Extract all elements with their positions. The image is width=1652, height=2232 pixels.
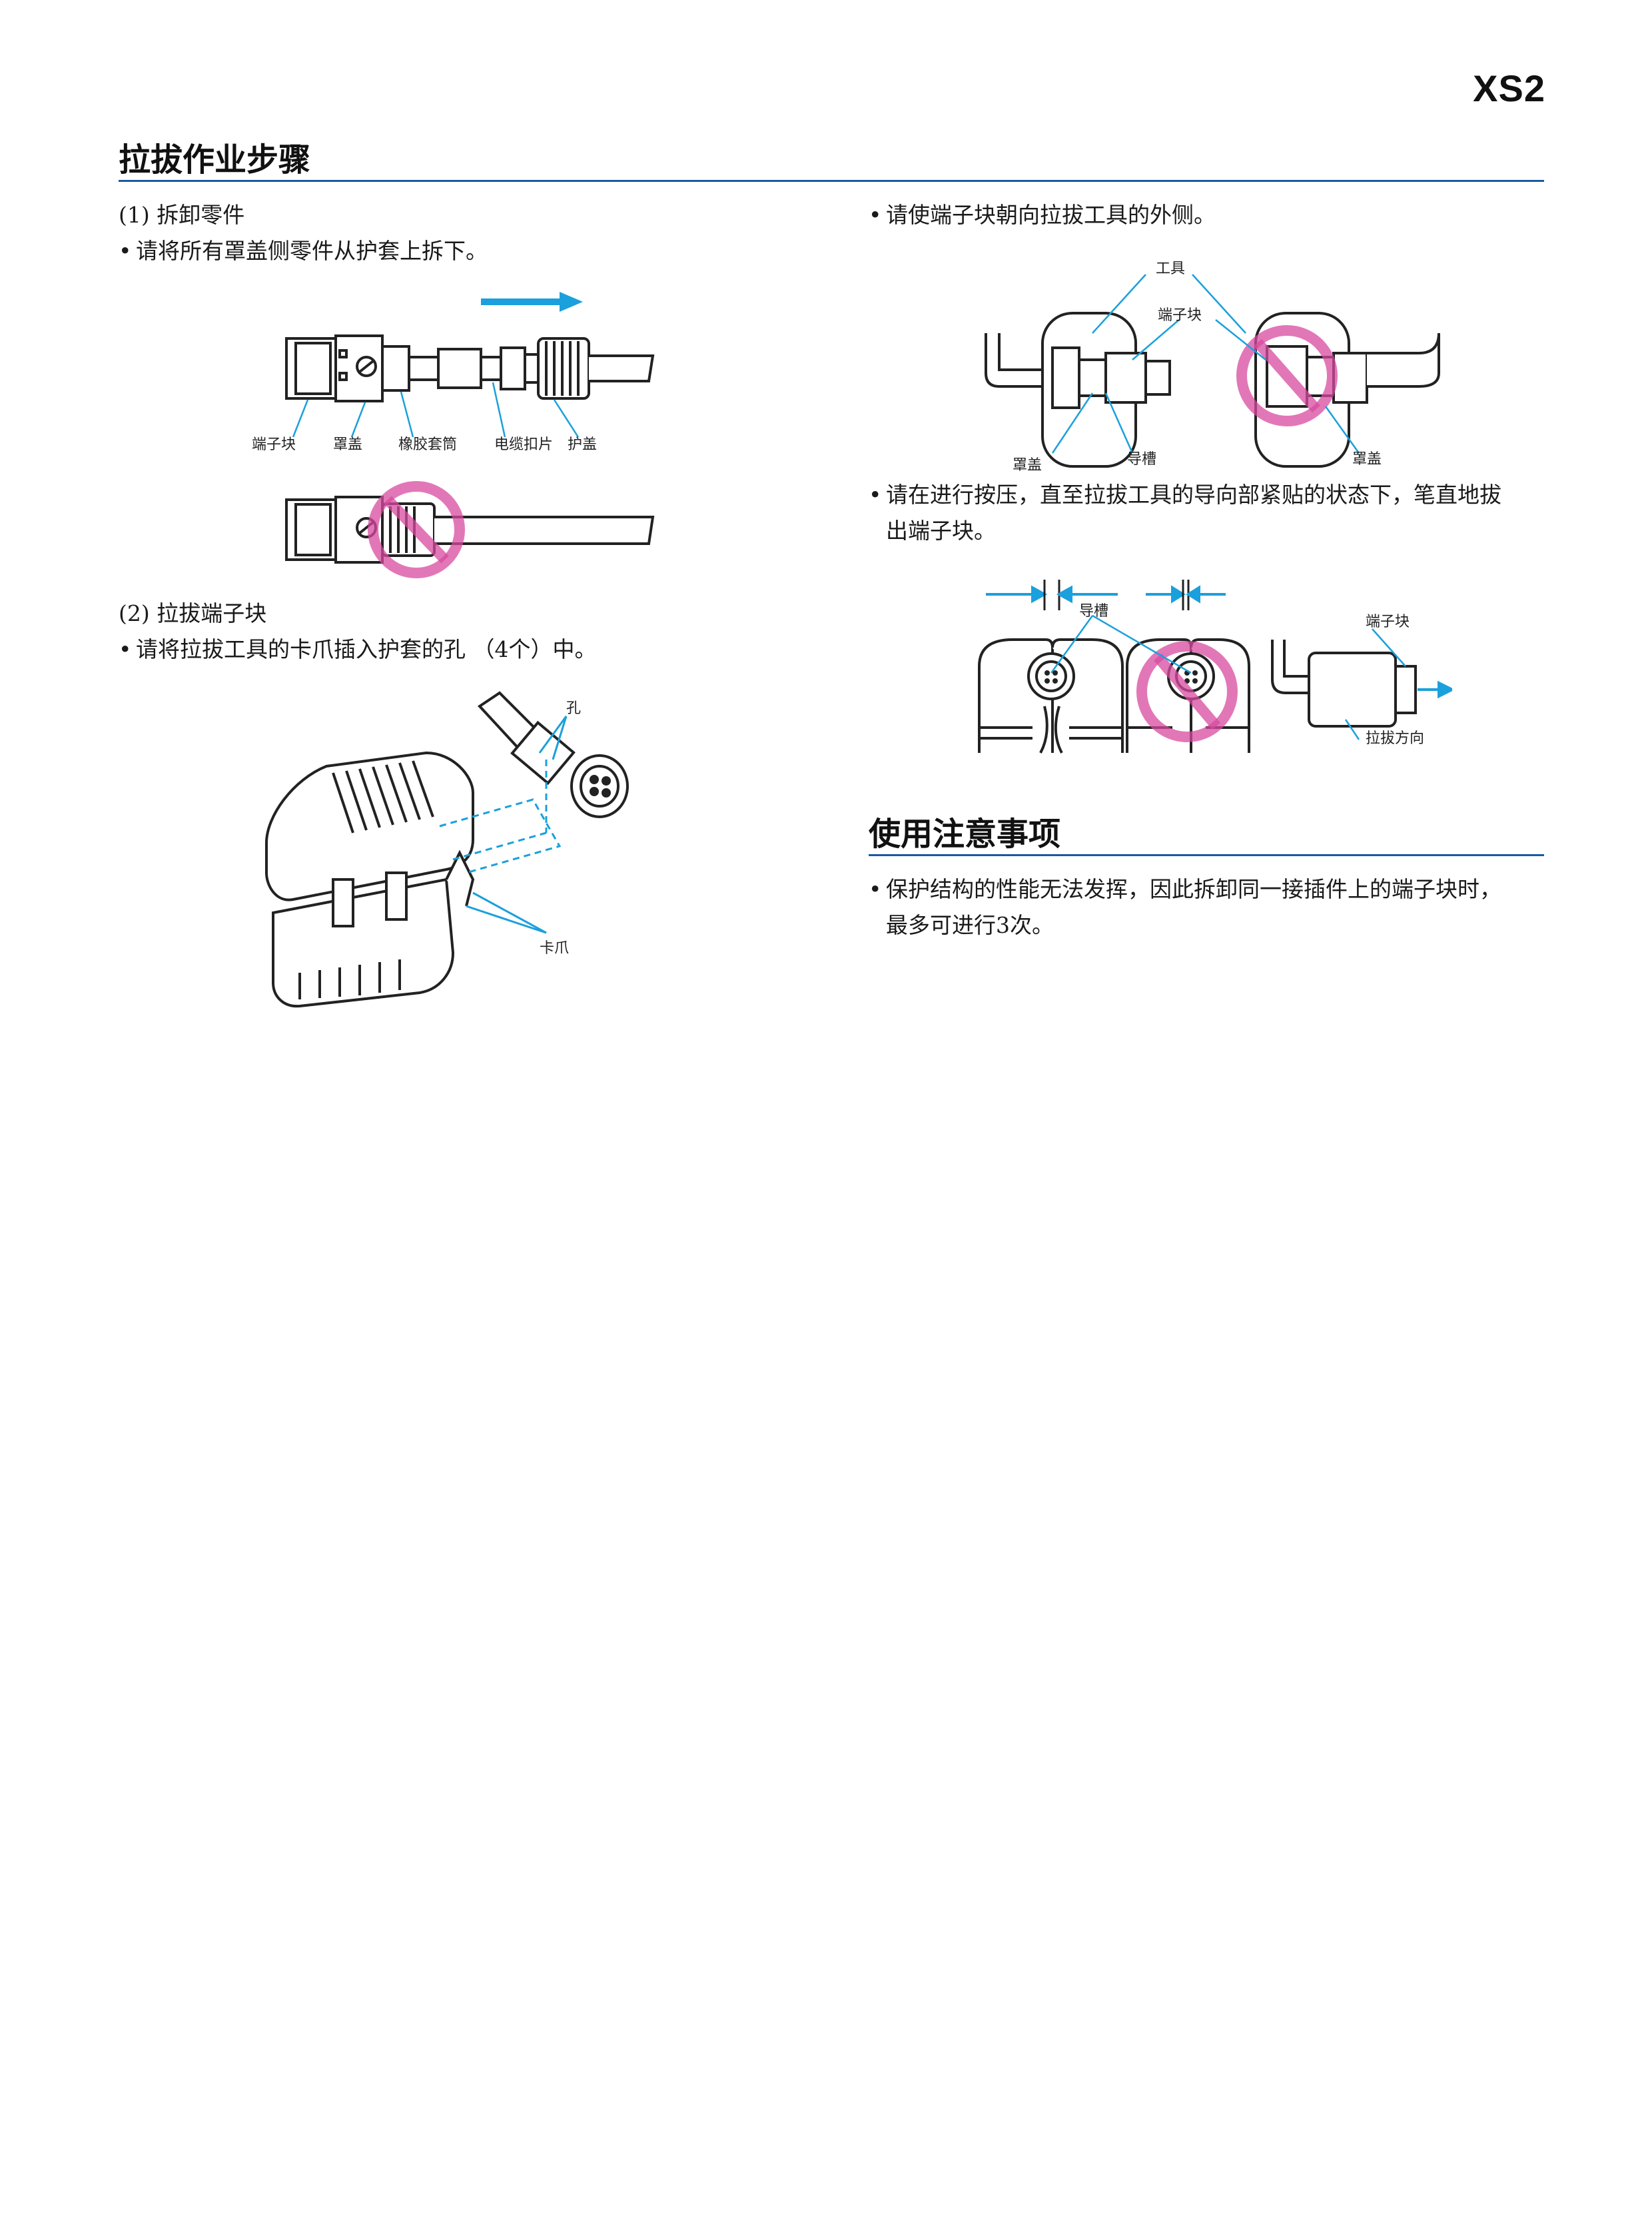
label-groove: 导槽: [1127, 451, 1156, 468]
product-code: XS2: [1473, 67, 1545, 109]
tool-insertion-figure: 孔 卡爪: [265, 691, 629, 1008]
connector-disassembly-figure: 端子块 罩盖 橡胶套筒 电缆扣片 护盖: [252, 292, 655, 578]
step1-bullet: 请将所有罩盖侧零件从护套上拆下。: [119, 233, 488, 269]
extraction-tool: [265, 751, 475, 1008]
right-bullet-1: 请使端子块朝向拉拔工具的外侧。: [869, 197, 1216, 233]
claw-leaders: [466, 891, 547, 934]
label-rubber-sleeve: 橡胶套筒: [398, 436, 457, 453]
orientation-figure: 工具 端子块 罩盖 导槽 罩盖: [985, 261, 1440, 473]
pull-arrow: [1418, 680, 1452, 699]
assembled-connector: [285, 496, 655, 564]
exploded-connector: [285, 334, 655, 402]
connector-plug: [477, 691, 629, 818]
alignment-guides: [439, 760, 562, 874]
label-leaders: [292, 382, 580, 438]
correct-orientation: [985, 312, 1171, 468]
wrong-orientation: [1254, 312, 1440, 468]
section-rule: [869, 854, 1544, 856]
orientation-leaders: [1051, 274, 1360, 454]
prohibited-icon: [368, 481, 465, 578]
label-hole: 孔: [566, 700, 581, 717]
label-terminal-block: 端子块: [252, 436, 296, 453]
pull-direction-figure: 导槽 端子块 拉拔方向: [978, 580, 1452, 754]
move-direction-arrow: [481, 292, 583, 312]
prohibited-icon: [1136, 641, 1238, 742]
section-title-removal-steps: 拉拔作业步骤: [119, 141, 311, 179]
gap-indicators: [986, 580, 1226, 610]
label-cable-clamp: 电缆扣片: [494, 436, 553, 453]
precaution-bullet-line2: 最多可进行3次。: [886, 912, 1054, 938]
pull-leaders: [1050, 614, 1406, 740]
label-shield-cover: 护盖: [568, 436, 597, 453]
extracted-terminal-block: [1271, 640, 1417, 728]
step2-heading: (2) 拉拔端子块: [119, 600, 267, 626]
label-tool: 工具: [1156, 261, 1185, 277]
label-cover-right: 罩盖: [1352, 451, 1382, 468]
section-title-precautions: 使用注意事项: [869, 816, 1061, 853]
hole-leaders: [538, 716, 568, 760]
label-claw: 卡爪: [540, 940, 569, 957]
step1-heading: (1) 拆卸零件: [119, 202, 245, 228]
prohibited-icon: [1236, 325, 1338, 426]
right-bullet-2-line2: 出端子块。: [886, 518, 996, 544]
label-cover-left: 罩盖: [1013, 457, 1042, 473]
right-bullet-2-line1: 请在进行按压，直至拉拔工具的导向部紧贴的状态下，笔直地拔: [869, 477, 1501, 513]
label-cover: 罩盖: [333, 436, 362, 453]
label-terminal-block: 端子块: [1366, 614, 1410, 630]
label-terminal-block: 端子块: [1158, 307, 1202, 324]
section-rule: [119, 180, 1544, 182]
tool-front-views: [978, 638, 1250, 754]
label-groove: 导槽: [1079, 603, 1108, 620]
step2-bullet: 请将拉拔工具的卡爪插入护套的孔 （4个）中。: [119, 632, 596, 668]
label-pull-direction: 拉拔方向: [1366, 730, 1424, 747]
precaution-bullet-line1: 保护结构的性能无法发挥，因此拆卸同一接插件上的端子块时，: [869, 871, 1501, 907]
contact-pins: [1044, 670, 1198, 684]
